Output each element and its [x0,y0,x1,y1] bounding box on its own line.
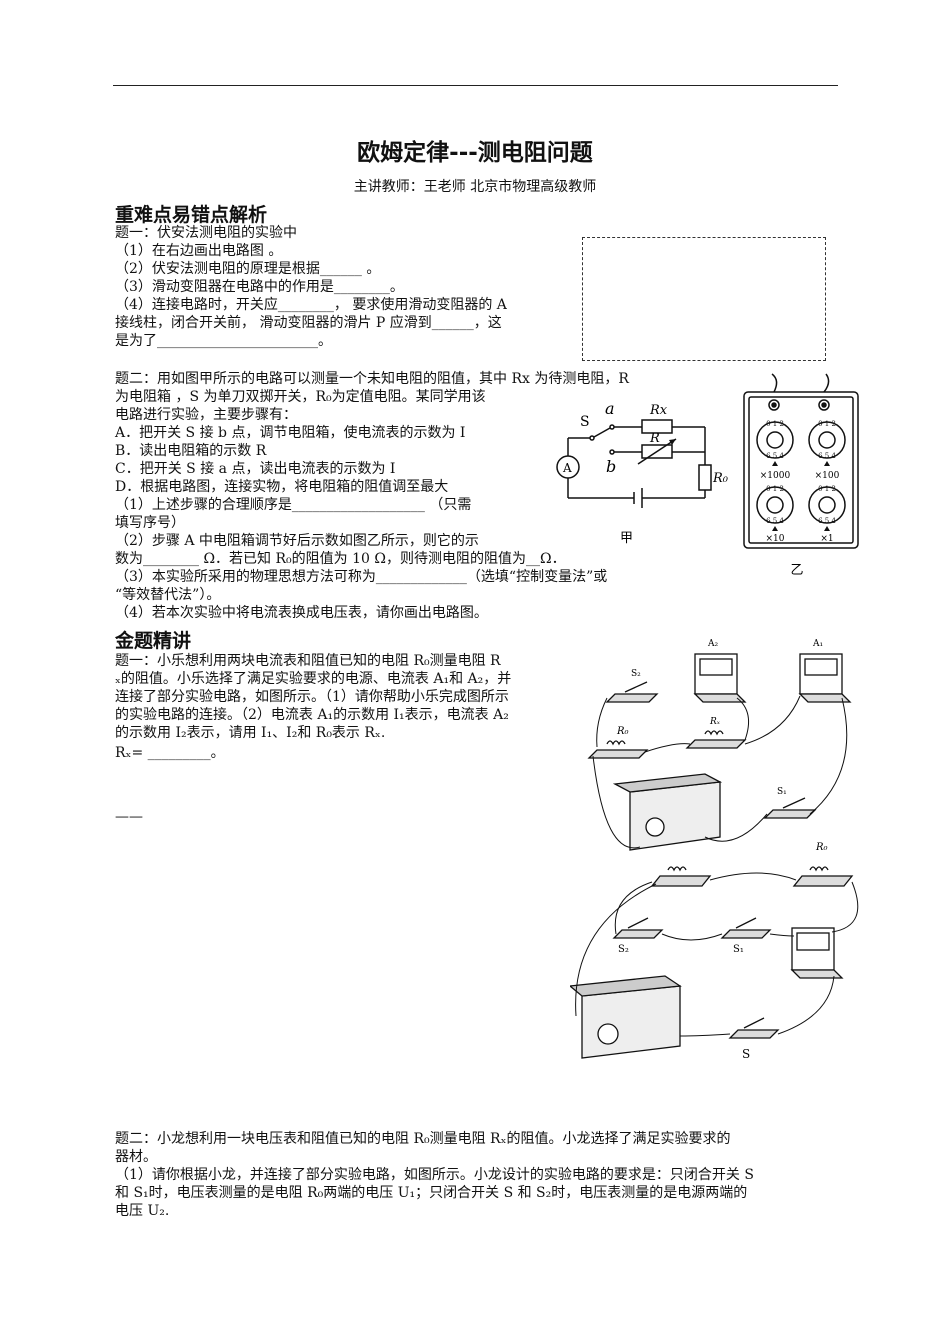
q2-line: （4）若本次实验中将电流表换成电压表，请你画出电路图。 [115,605,488,621]
s2-q2-line: 题二：小龙想利用一块电压表和阻值已知的电阻 R₀测量电阻 Rₓ的阻值。小龙选择了… [115,1131,731,1147]
resistor-r0 [698,464,712,491]
q2-line: D．根据电路图，连接实物，将电阻箱的阻值调至最大 [115,479,449,495]
s2-q1-line: 的实验电路的连接。（2）电流表 A₁的示数用 I₁表示，电流表 A₂ [115,707,509,723]
dash-mark: —— [115,809,143,825]
q1-line: （4）连接电路时，开关应________， 要求使用滑动变阻器的 A [115,297,507,313]
q1-line: 接线柱，闭合开关前， 滑动变阻器的滑片 P 应滑到______，这 [115,315,502,331]
s2-q2-line: 电压 U₂. [115,1203,170,1219]
s2-q1-line: ₓ的阻值。小乐选择了满足实验要求的电源、电流表 A₁和 A₂，并 [115,671,512,687]
label-rx: Rₓ [709,717,721,727]
svg-text:0 1 2: 0 1 2 [818,420,836,428]
s2-q1-line: 的示数用 I₂表示，请用 I₁、I₂和 R₀表示 Rₓ. [115,725,386,741]
resistor-r0-board [792,875,854,887]
s2-q2-line: 器材。 [115,1149,157,1165]
switch-s2 [605,693,659,703]
q1-line: （2）伏安法测电阻的原理是根据______ 。 [115,261,381,277]
label-ammeter: A [562,461,572,475]
label-r: R [649,431,660,446]
resistor-board-left [650,875,712,887]
s2-q1-line: 连接了部分实验电路，如图所示。（1）请你帮助小乐完成图所示 [115,689,509,705]
q2-line: 电路进行实验，主要步骤有： [115,407,297,423]
dial-label: ×100 [815,471,840,481]
resistance-box-yi: 0 1 2 6 5 4 0 1 2 6 5 4 0 1 2 6 5 4 0 1 2 6 … [743,373,859,578]
label-a: a [605,399,615,418]
label-s: S [742,1047,750,1061]
label-s: S [580,414,590,430]
q2-line: （3）本实验所采用的物理思想方法可称为_____________（选填“控制变量… [115,569,608,585]
q1-line: 是为了_______________________。 [115,333,332,349]
q2-line: 填写序号） [115,515,185,531]
label-rx: Rx [649,403,668,418]
switch-s1 [763,809,817,819]
label-r0: R₀ [616,726,629,737]
svg-text:6 5 4: 6 5 4 [818,452,836,460]
label-s2: S₂ [618,944,629,955]
q2-line: A．把开关 S 接 b 点，调节电阻箱，使电流表的示数为 I [115,425,466,441]
circuit-drawing-box [582,237,826,361]
label-s2: S₂ [631,669,641,679]
svg-text:6 5 4: 6 5 4 [818,517,836,525]
q2-line: 题二：用如图甲所示的电路可以测量一个未知电阻的阻值，其中 Rx 为待测电阻，R [115,371,629,387]
caption-yi: 乙 [790,563,803,578]
dial-label: ×10 [766,534,785,544]
apparatus-figure-2: R₀ S₂ S₁ S [570,842,859,1061]
q1-line: 题一：伏安法测电阻的实验中 [115,225,297,241]
svg-text:6 5 4: 6 5 4 [766,452,784,460]
s2-q1-line: 题一：小乐想利用两块电流表和阻值已知的电阻 R₀测量电阻 R [115,653,501,669]
label-a2: A₂ [707,639,718,649]
q2-line: 数为________ Ω．若已知 R₀的阻值为 10 Ω，则待测电阻的阻值为__… [115,551,566,567]
q2-line: （1）上述步骤的合理顺序是___________________ （只需 [115,497,472,513]
dial-label: ×1000 [760,471,791,481]
switch-s [728,1029,780,1039]
switch-blade [593,427,611,438]
section-heading-key-points: 重难点易错点解析 [115,204,268,226]
s2-q2-line: 和 S₁时，电压表测量的是电阻 R₀两端的电压 U₁；只闭合开关 S 和 S₂时… [115,1185,748,1201]
switch-s2 [612,929,664,939]
q2-line: （2）步骤 A 中电阻箱调节好后示数如图乙所示，则它的示 [115,533,479,549]
q2-line: 为电阻箱 ，S 为单刀双掷开关，R₀为定值电阻。某同学用该 [115,389,486,405]
caption-jia: 甲 [620,531,633,546]
label-s1: S₁ [733,944,744,955]
label-r0: R₀ [712,471,729,486]
label-b: b [606,457,616,476]
circuit-diagram-jia: S a b Rx R R₀ A 甲 [556,399,729,546]
dial-label: ×1 [820,534,833,544]
apparatus-figure-1: A₂ A₁ S₂ R₀ Rₓ S₁ [587,639,852,851]
svg-text:0 1 2: 0 1 2 [766,420,784,428]
q1-line: （3）滑动变阻器在电路中的作用是________。 [115,279,404,295]
q2-line: “等效替代法”）。 [115,587,221,603]
section-heading-featured: 金题精讲 [115,630,192,652]
label-r0: R₀ [815,842,828,853]
q2-line: B．读出电阻箱的示数 R [115,443,267,459]
q1-line: （1）在右边画出电路图 。 [115,243,283,259]
label-s1: S₁ [777,787,787,797]
top-rule [113,85,838,86]
s2-q1-line: Rₓ= _________。 [115,745,225,761]
page-title: 欧姆定律---测电阻问题 [357,140,593,166]
switch-s1 [720,929,772,939]
svg-text:0 1 2: 0 1 2 [818,485,836,493]
label-a1: A₁ [812,639,823,649]
q2-line: C．把开关 S 接 a 点，读出电流表的示数为 I [115,461,396,477]
teacher-line: 主讲教师：王老师 北京市物理高级教师 [353,179,597,195]
s2-q2-line: （1）请你根据小龙，并连接了部分实验电路，如图所示。小龙设计的实验电路的要求是：… [115,1167,754,1183]
svg-text:0 1 2: 0 1 2 [766,485,784,493]
svg-text:6 5 4: 6 5 4 [766,517,784,525]
resistor-rx-board [685,739,747,749]
resistor-r0-board [587,749,649,759]
power-supply-2 [581,985,681,1059]
